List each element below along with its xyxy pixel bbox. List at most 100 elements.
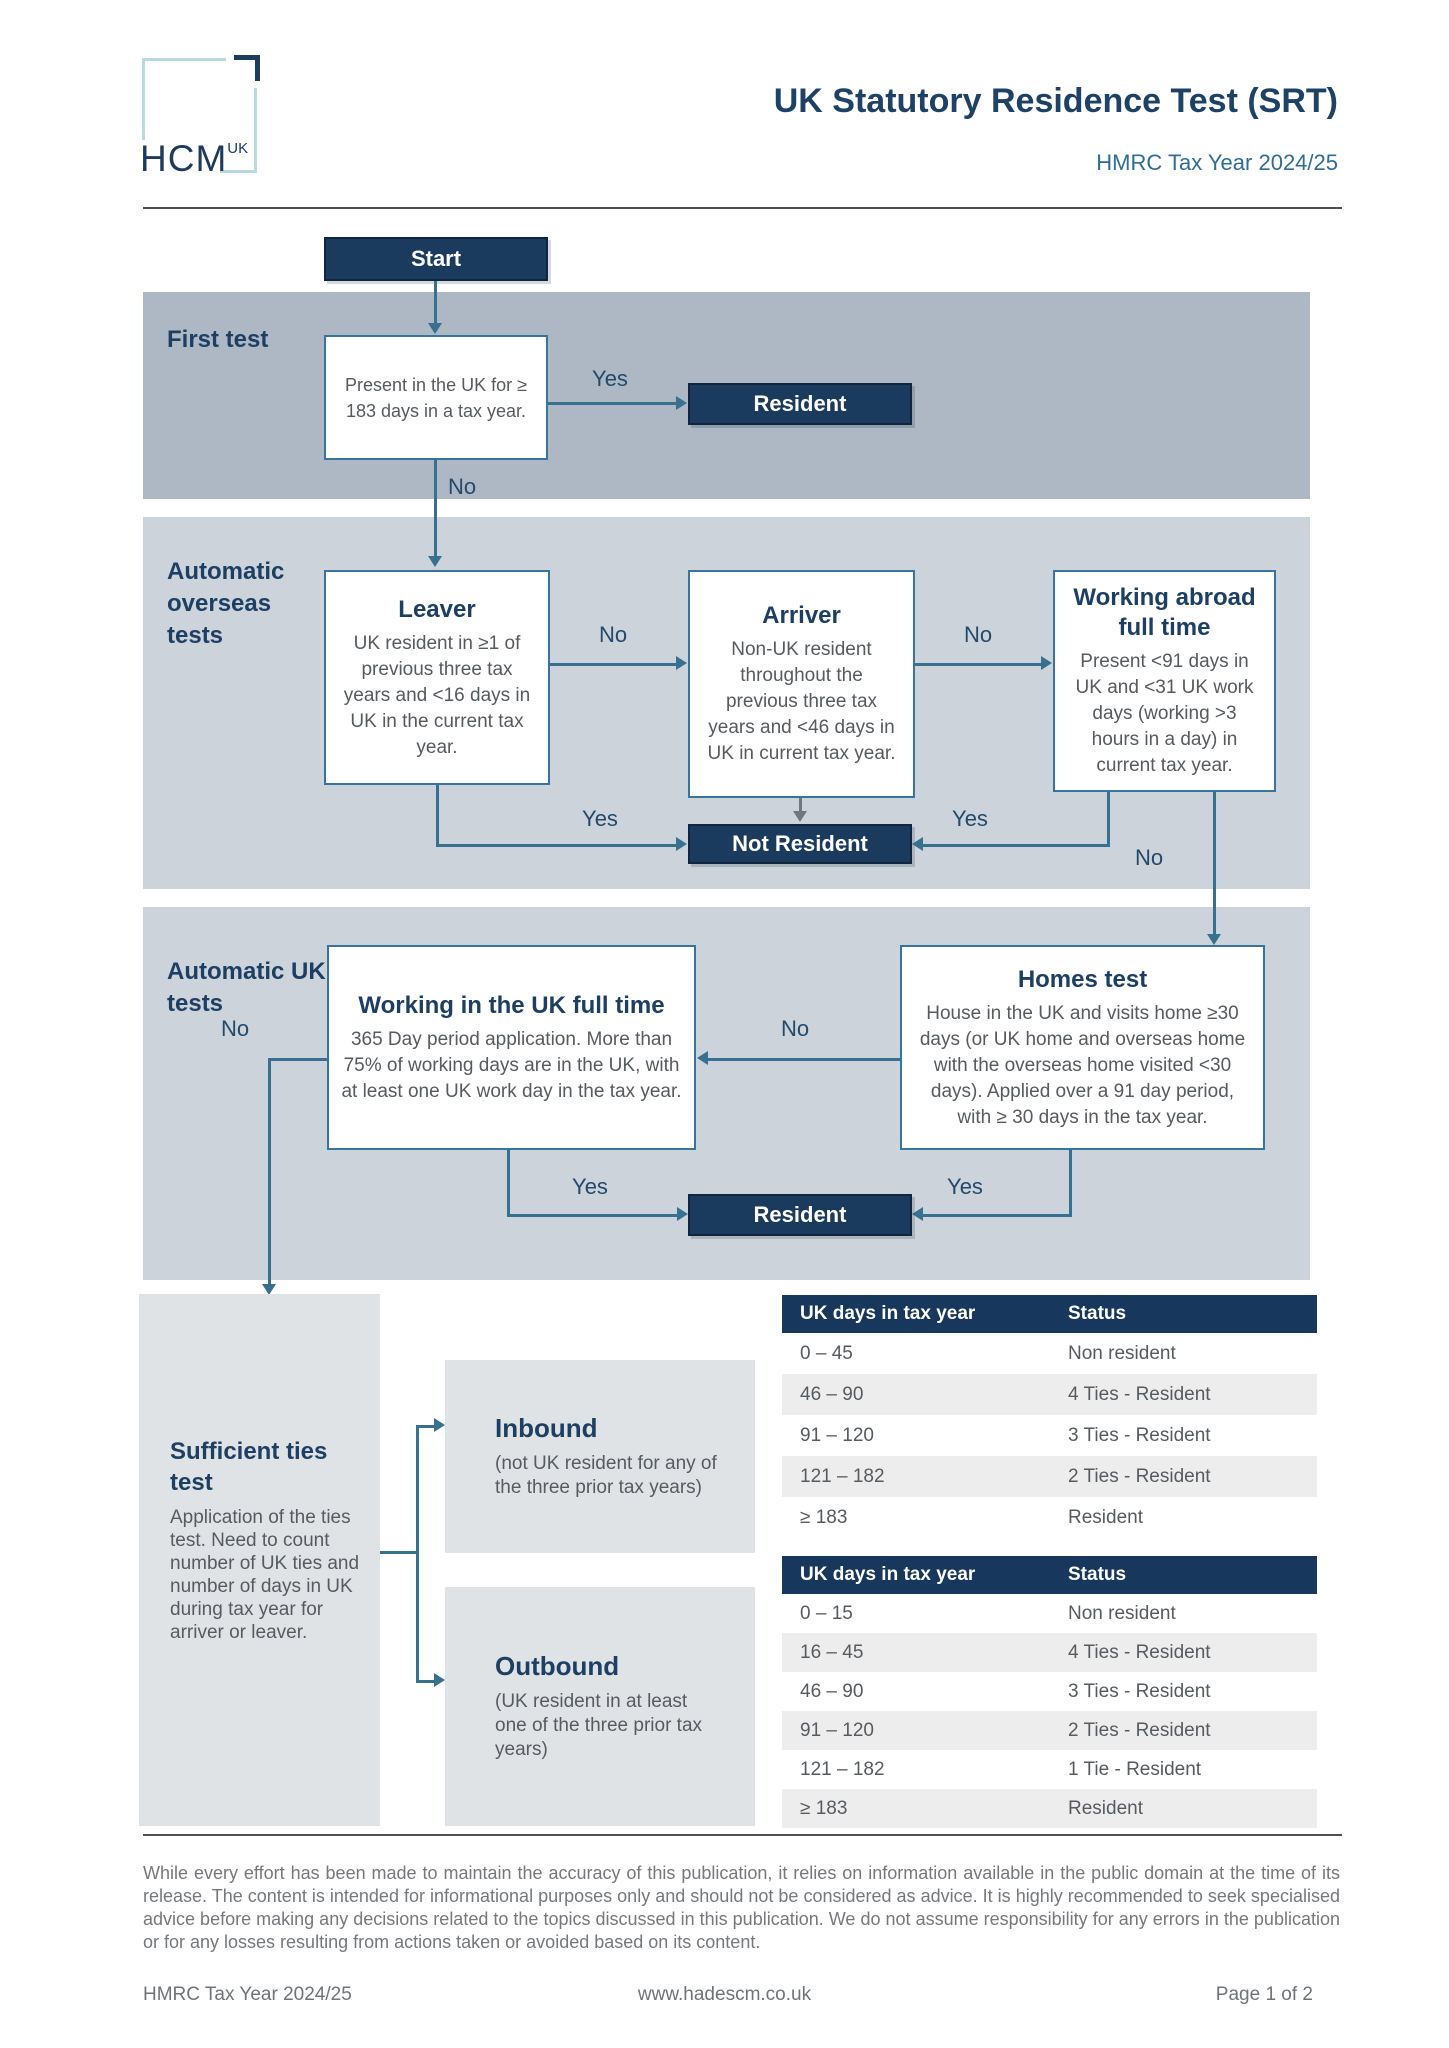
table-cell: 3 Ties - Resident bbox=[1068, 1424, 1211, 1446]
arriver-title: Arriver bbox=[762, 602, 841, 629]
table-header-row: UK days in tax year Status bbox=[782, 1295, 1317, 1333]
homes-test-title: Homes test bbox=[1017, 965, 1148, 993]
arrowhead-down-leaver bbox=[428, 556, 442, 567]
table-cell: 16 – 45 bbox=[800, 1641, 864, 1663]
table-cell: 4 Ties - Resident bbox=[1068, 1641, 1211, 1663]
logo-hcm-text: HCM bbox=[140, 138, 228, 179]
table-row: 91 – 120 3 Ties - Resident bbox=[782, 1415, 1317, 1456]
outbound-panel: Outbound (UK resident in at least one of… bbox=[445, 1587, 755, 1826]
footer-page-number: Page 1 of 2 bbox=[1215, 1984, 1313, 2005]
table-header-days: UK days in tax year bbox=[800, 1303, 976, 1324]
flow-line-working-abroad-yes-v bbox=[1107, 792, 1110, 847]
ties-bracket-stub bbox=[380, 1551, 417, 1554]
sufficient-ties-title: Sufficient ties test bbox=[170, 1438, 328, 1496]
working-abroad-body: Present <91 days in UK and <31 UK work d… bbox=[1075, 651, 1254, 776]
label-no-1: No bbox=[448, 474, 477, 499]
working-abroad-title: Working abroad full time bbox=[1073, 584, 1256, 641]
hcm-uk-logo: HCMUK bbox=[140, 55, 260, 179]
table-cell: 4 Ties - Resident bbox=[1068, 1383, 1211, 1405]
label-yes-5: Yes bbox=[947, 1174, 983, 1199]
ties-bracket-top bbox=[419, 1425, 435, 1428]
flow-line-working-uk-yes-h bbox=[507, 1214, 677, 1217]
arrowhead-left-working-uk bbox=[697, 1051, 708, 1065]
logo-square-right bbox=[254, 88, 257, 173]
first-test-box: Present in the UK for ≥ 183 days in a ta… bbox=[324, 335, 548, 460]
table-cell: 121 – 182 bbox=[800, 1465, 885, 1487]
first-test-text: Present in the UK for ≥ 183 days in a ta… bbox=[345, 374, 527, 421]
page-title: UK Statutory Residence Test (SRT) bbox=[773, 82, 1338, 120]
logo-square-bottom bbox=[220, 170, 257, 173]
table-cell: Resident bbox=[1068, 1506, 1143, 1528]
table-cell: ≥ 183 bbox=[800, 1506, 848, 1528]
table-row: 0 – 15 Non resident bbox=[782, 1594, 1317, 1633]
table-row: 46 – 90 4 Ties - Resident bbox=[782, 1374, 1317, 1415]
leaver-body: UK resident in ≥1 of previous three tax … bbox=[343, 632, 531, 758]
working-uk-title: Working in the UK full time bbox=[358, 991, 665, 1019]
table-cell: 46 – 90 bbox=[800, 1383, 864, 1405]
flow-line-homes-no bbox=[708, 1058, 900, 1061]
sufficient-ties-panel bbox=[139, 1294, 380, 1826]
inbound-note: (not UK resident for any of the three pr… bbox=[495, 1453, 717, 1498]
label-yes-3: Yes bbox=[952, 806, 988, 831]
arriver-box: Arriver Non-UK resident throughout the p… bbox=[688, 570, 915, 798]
label-yes-4: Yes bbox=[572, 1174, 608, 1199]
homes-test-body: House in the UK and visits home ≥30 days… bbox=[919, 1002, 1246, 1128]
arrowhead-down-homes bbox=[1207, 934, 1221, 945]
table-cell: 91 – 120 bbox=[800, 1424, 874, 1446]
flow-line-homes-yes-h bbox=[923, 1214, 1071, 1217]
not-resident-node: Not Resident bbox=[688, 824, 912, 864]
arrowhead-right-resident2 bbox=[677, 1207, 688, 1221]
table-cell: 46 – 90 bbox=[800, 1680, 864, 1702]
header-divider bbox=[143, 207, 1342, 209]
flow-line-arriver-no bbox=[915, 663, 1041, 666]
arrowhead-right-not-resident bbox=[676, 837, 687, 851]
start-node: Start bbox=[324, 237, 548, 281]
page-subtitle: HMRC Tax Year 2024/25 bbox=[1096, 150, 1338, 175]
arrowhead-down-ties bbox=[262, 1284, 276, 1295]
arriver-body: Non-UK resident throughout the previous … bbox=[707, 639, 896, 764]
ties-bracket-vertical bbox=[416, 1425, 419, 1683]
working-uk-box: Working in the UK full time 365 Day peri… bbox=[327, 945, 696, 1150]
flow-line-start-to-first-test bbox=[434, 281, 437, 325]
arrowhead-down-not-resident bbox=[793, 811, 807, 822]
outbound-title: Outbound bbox=[495, 1651, 620, 1681]
flow-line-first-test-yes bbox=[548, 402, 676, 405]
resident-node-1: Resident bbox=[688, 383, 912, 425]
logo-corner-bracket-top bbox=[234, 55, 260, 60]
logo-wordmark: HCMUK bbox=[140, 138, 248, 180]
table-cell: 91 – 120 bbox=[800, 1719, 874, 1741]
table-row: 16 – 45 4 Ties - Resident bbox=[782, 1633, 1317, 1672]
table-row: 121 – 182 2 Ties - Resident bbox=[782, 1456, 1317, 1497]
arrowhead-right-inbound bbox=[434, 1418, 445, 1432]
leaver-box: Leaver UK resident in ≥1 of previous thr… bbox=[324, 570, 550, 785]
flow-line-leaver-yes-v bbox=[436, 785, 439, 847]
table-header-row: UK days in tax year Status bbox=[782, 1556, 1317, 1594]
working-uk-body: 365 Day period application. More than 75… bbox=[341, 1028, 682, 1102]
inbound-title: Inbound bbox=[495, 1413, 598, 1443]
label-no-3: No bbox=[963, 622, 993, 647]
footer-divider bbox=[143, 1834, 1342, 1836]
logo-uk-superscript: UK bbox=[227, 140, 249, 157]
disclaimer-text: While every effort has been made to main… bbox=[143, 1863, 1340, 1952]
table-cell: 2 Ties - Resident bbox=[1068, 1719, 1211, 1741]
logo-corner-bracket-right bbox=[255, 55, 260, 81]
ties-bracket-bottom bbox=[419, 1680, 435, 1683]
logo-square-top bbox=[142, 58, 226, 61]
label-no-2: No bbox=[598, 622, 628, 647]
flow-line-working-uk-yes-v bbox=[507, 1150, 510, 1217]
sufficient-ties-body: Application of the ties test. Need to co… bbox=[170, 1507, 360, 1643]
table-cell: Non resident bbox=[1068, 1602, 1176, 1624]
flow-line-working-uk-no-v bbox=[268, 1058, 271, 1286]
arrowhead-left-not-resident bbox=[912, 837, 923, 851]
flow-line-arriver-yes bbox=[799, 798, 802, 813]
table-cell: 2 Ties - Resident bbox=[1068, 1465, 1211, 1487]
arrowhead-right-arriver bbox=[676, 656, 687, 670]
table-cell: 0 – 15 bbox=[800, 1602, 853, 1624]
table-cell: 121 – 182 bbox=[800, 1758, 885, 1780]
label-no-6: No bbox=[220, 1016, 250, 1041]
flow-line-first-test-no bbox=[434, 460, 437, 558]
